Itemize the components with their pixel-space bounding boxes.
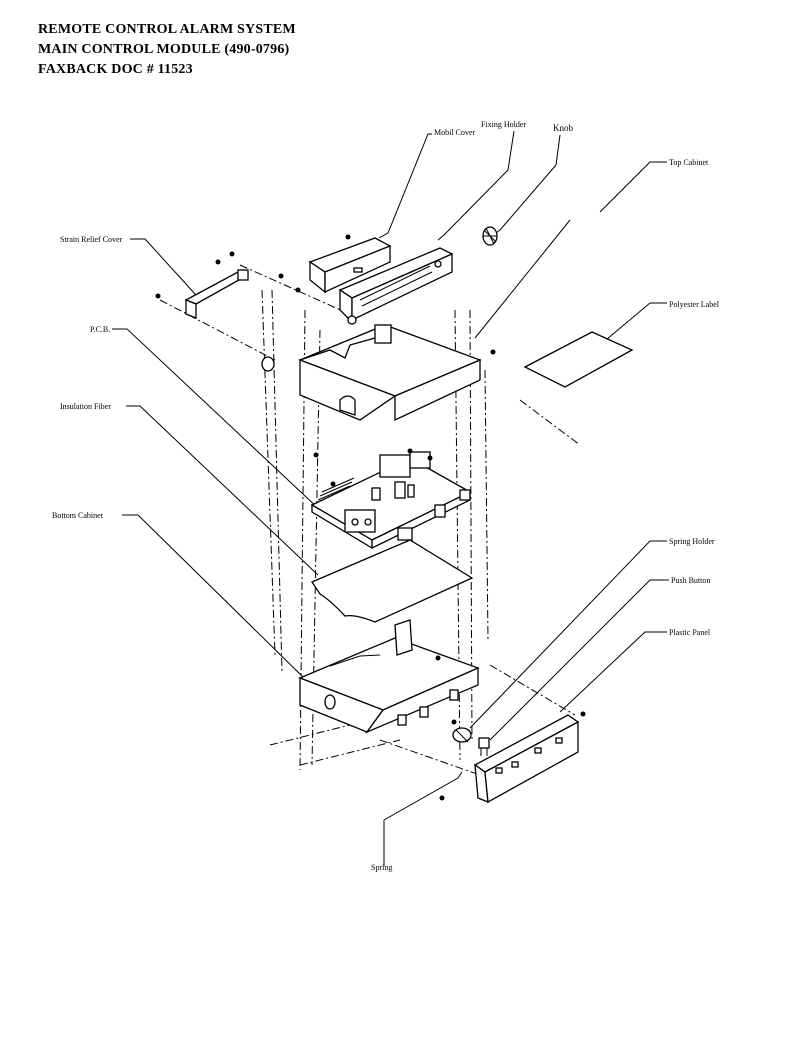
- knob-part: [482, 226, 498, 246]
- screw-9: [407, 448, 413, 454]
- label-bottom-cabinet: Bottom Cabinet: [52, 511, 104, 520]
- pcb-part: [310, 451, 472, 550]
- screw-4: [278, 273, 284, 279]
- fixing-holder-part: [338, 247, 454, 325]
- label-spring: Spring: [371, 863, 392, 872]
- label-plastic-panel: Plastic Panel: [669, 628, 711, 637]
- label-top-cabinet: Top Cabinet: [669, 158, 709, 167]
- mobil-cover-part: [308, 237, 392, 294]
- label-mobil-cover: Mobil Cover: [434, 128, 475, 137]
- leader-spring: [383, 771, 463, 866]
- screw-8: [313, 452, 319, 458]
- leader-plastic-panel: [559, 631, 667, 713]
- grommet-part: [261, 356, 275, 372]
- label-polyester-label: Polyester Label: [669, 300, 720, 309]
- top-cabinet-part: [298, 324, 482, 422]
- strain-relief-cover-part: [184, 269, 249, 319]
- screw-15: [435, 655, 441, 661]
- spring-holder-part: [452, 727, 472, 743]
- leader-lines: [112, 130, 669, 866]
- screw-14: [439, 795, 445, 801]
- screw-3: [215, 259, 221, 265]
- leader-polyester-label: [599, 302, 667, 346]
- screw-7: [490, 349, 496, 355]
- plastic-panel-part: [473, 714, 580, 804]
- label-pcb: P.C.B.: [90, 325, 110, 334]
- label-push-button: Push Button: [671, 576, 710, 585]
- leader-fixing-holder: [437, 130, 515, 241]
- leader-top-cabinet-2: [474, 219, 571, 339]
- leader-top-cabinet: [599, 161, 667, 213]
- screw-6: [295, 287, 301, 293]
- screw-12: [580, 711, 586, 717]
- header-title: REMOTE CONTROL ALARM SYSTEM: [38, 22, 296, 37]
- screw-10: [427, 455, 433, 461]
- insulation-fiber-part: [311, 539, 474, 623]
- leader-insulation-fiber: [126, 405, 319, 576]
- screw-5: [155, 293, 161, 299]
- leader-bottom-cabinet: [122, 514, 305, 679]
- leader-spring-holder: [469, 540, 667, 729]
- label-fixing-holder: Fixing Holder: [481, 120, 526, 129]
- push-button-part: [478, 737, 490, 756]
- leader-strain-relief: [130, 238, 197, 296]
- screw-13: [451, 719, 457, 725]
- label-insulation-fiber: Insulation Fiber: [60, 402, 111, 411]
- header-doc-number: FAXBACK DOC # 11523: [38, 62, 193, 77]
- leader-push-button: [489, 579, 669, 741]
- label-strain-relief-cover: Strain Relief Cover: [60, 235, 123, 244]
- document-header: REMOTE CONTROL ALARM SYSTEM MAIN CONTROL…: [38, 20, 296, 80]
- leader-pcb: [112, 328, 321, 511]
- screw-1: [345, 234, 351, 240]
- screw-2: [229, 251, 235, 257]
- label-knob: Knob: [553, 123, 573, 133]
- polyester-label-part: [523, 331, 634, 388]
- leader-knob: [491, 134, 561, 237]
- header-module: MAIN CONTROL MODULE (490-0796): [38, 42, 290, 57]
- screws: [155, 234, 586, 801]
- screw-11: [330, 481, 336, 487]
- label-spring-holder: Spring Holder: [669, 537, 715, 546]
- leader-mobil-cover: [378, 133, 432, 239]
- bottom-cabinet-part: [298, 619, 480, 734]
